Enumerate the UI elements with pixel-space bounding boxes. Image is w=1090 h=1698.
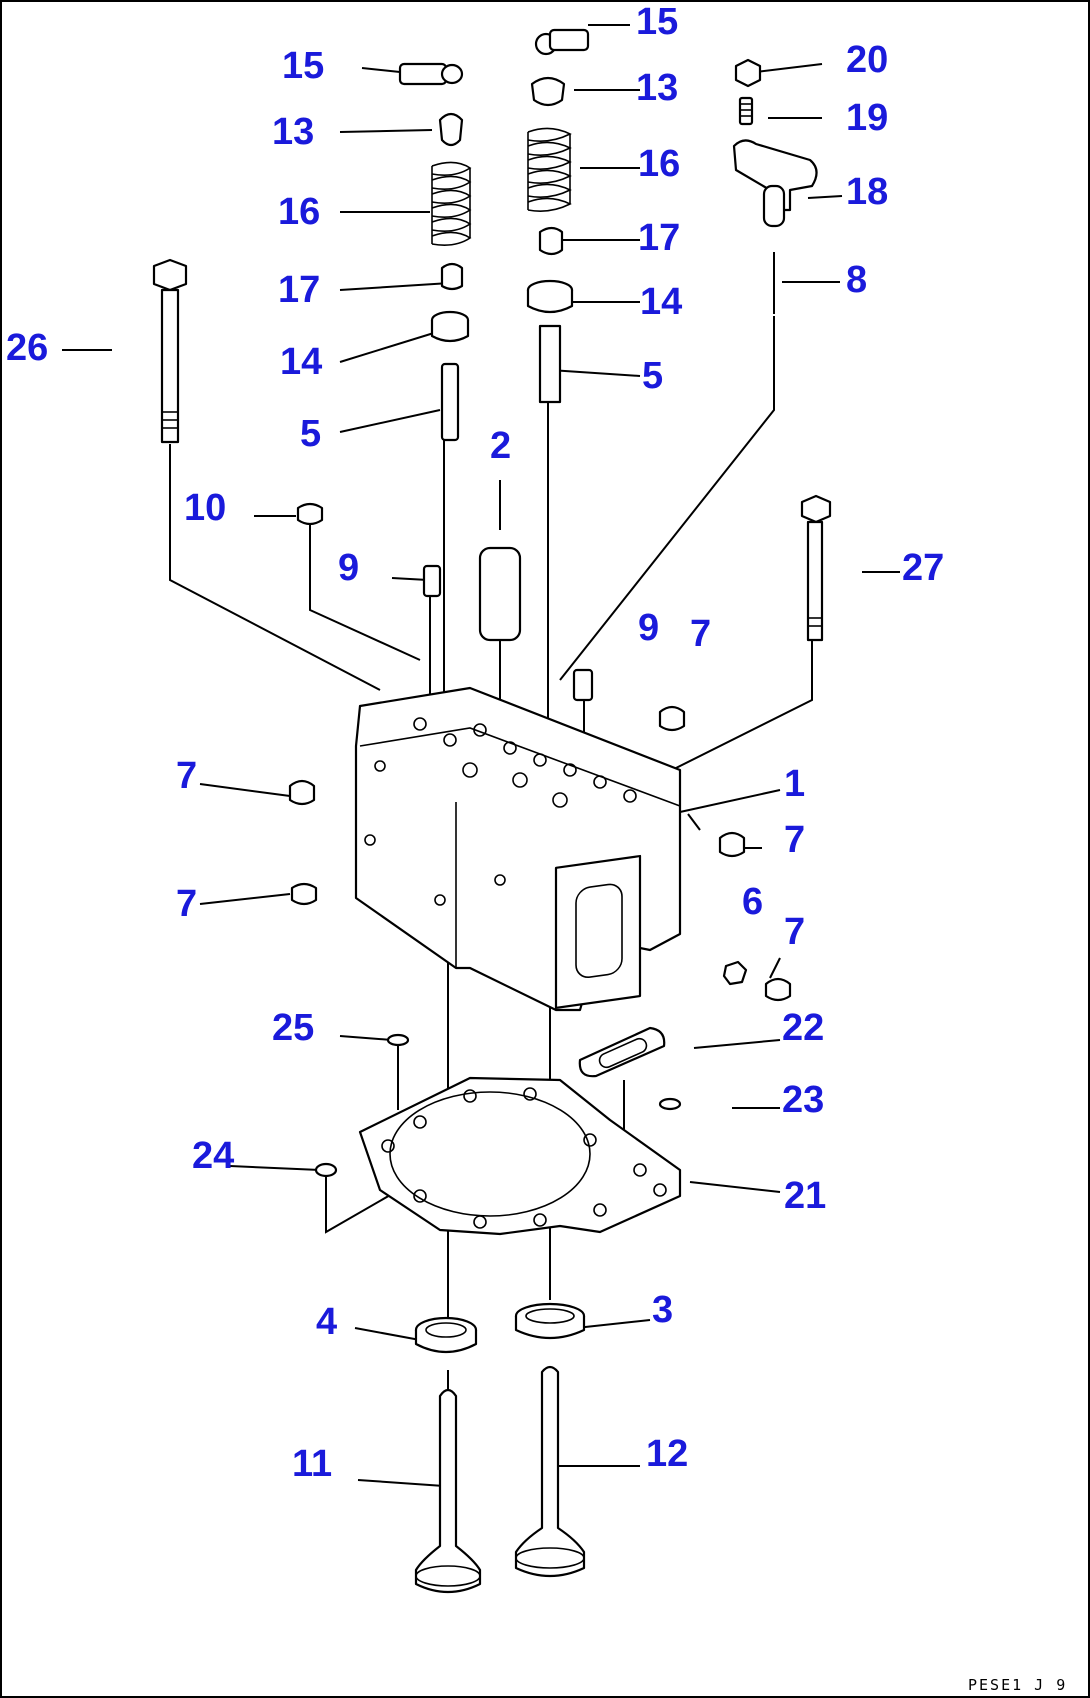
callout-17: 17 — [638, 217, 680, 259]
callout-13: 13 — [272, 111, 314, 153]
callout-3: 3 — [652, 1289, 673, 1331]
drawing-code: PESE1 J 9 — [968, 1676, 1067, 1694]
callout-16: 16 — [278, 191, 320, 233]
valve-train-left — [398, 62, 472, 442]
callout-4: 4 — [316, 1301, 337, 1343]
callout-2: 2 — [490, 425, 511, 467]
callout-26: 26 — [6, 327, 48, 369]
callout-14: 14 — [640, 281, 682, 323]
callout-18: 18 — [846, 171, 888, 213]
callout-14: 14 — [280, 341, 322, 383]
head-small-parts — [288, 502, 792, 1178]
valves — [414, 1365, 586, 1594]
callout-20: 20 — [846, 39, 888, 81]
callout-19: 19 — [846, 97, 888, 139]
callout-10: 10 — [184, 487, 226, 529]
callout-13: 13 — [636, 67, 678, 109]
callout-15: 15 — [282, 45, 324, 87]
callout-labels: 15 15 13 13 16 16 17 17 14 14 5 5 20 19 … — [6, 1, 944, 1485]
head-bolts — [152, 258, 832, 642]
callout-5: 5 — [642, 355, 663, 397]
cylinder-head — [354, 686, 682, 1012]
head-gasket — [358, 1076, 682, 1236]
valve-seats — [414, 1302, 586, 1354]
callout-7: 7 — [784, 819, 805, 861]
rocker-assembly — [732, 58, 818, 314]
callout-17: 17 — [278, 269, 320, 311]
callout-7: 7 — [176, 755, 197, 797]
valve-train-right — [526, 28, 590, 404]
manifold-gasket — [578, 1026, 666, 1078]
callout-15: 15 — [636, 1, 678, 43]
callout-7: 7 — [176, 883, 197, 925]
callout-25: 25 — [272, 1007, 314, 1049]
callout-9: 9 — [638, 607, 659, 649]
callout-5: 5 — [300, 413, 321, 455]
callout-11: 11 — [292, 1443, 332, 1485]
callout-27: 27 — [902, 547, 944, 589]
callout-8: 8 — [846, 259, 867, 301]
callout-7: 7 — [690, 613, 711, 655]
callout-12: 12 — [646, 1433, 688, 1475]
callout-7: 7 — [784, 911, 805, 953]
callout-1: 1 — [784, 763, 805, 805]
callout-9: 9 — [338, 547, 359, 589]
callout-22: 22 — [782, 1007, 824, 1049]
callout-21: 21 — [784, 1175, 826, 1217]
callout-23: 23 — [782, 1079, 824, 1121]
callout-6: 6 — [742, 881, 763, 923]
callout-16: 16 — [638, 143, 680, 185]
callout-24: 24 — [192, 1135, 234, 1177]
